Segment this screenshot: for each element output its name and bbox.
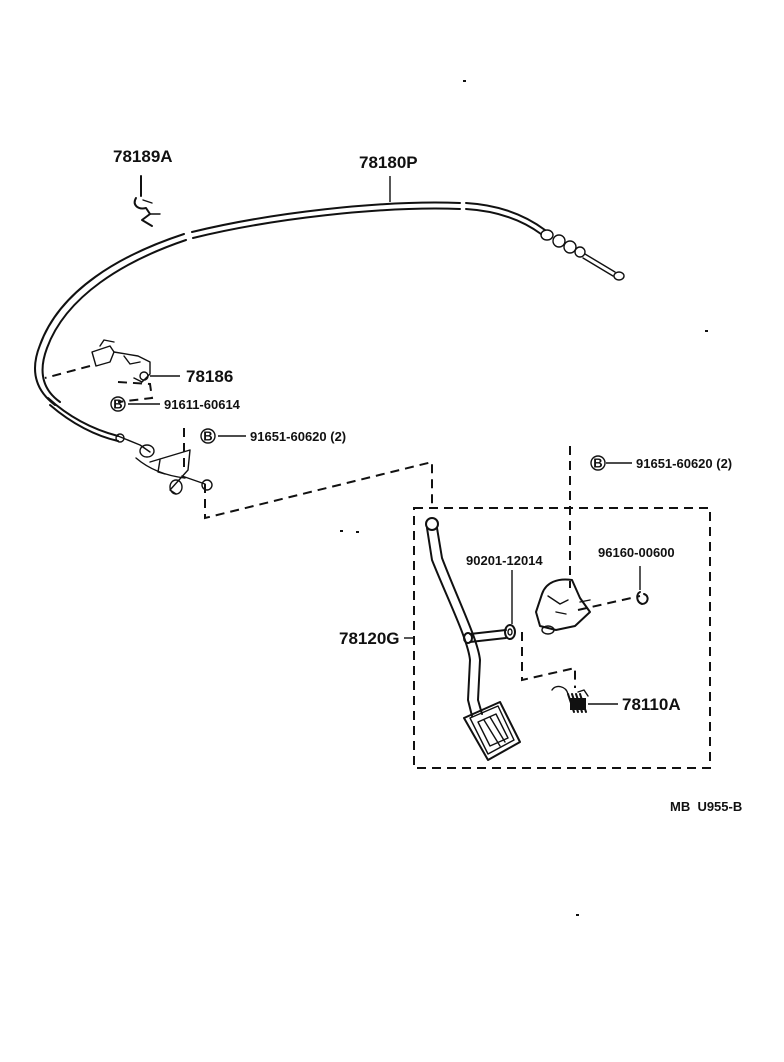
label-78186: 78186	[186, 367, 233, 386]
svg-text:B: B	[593, 456, 602, 471]
label-78189a: 78189A	[113, 147, 173, 166]
bracket-78186	[91, 339, 180, 383]
clip-78189a	[133, 175, 161, 227]
label-78110a: 78110A	[622, 695, 681, 714]
label-78180p: 78180P	[359, 153, 418, 172]
label-96160-00600: 96160-00600	[598, 545, 675, 560]
svg-text:B: B	[113, 397, 122, 412]
accelerator-cable	[34, 201, 625, 495]
label-91651-60620-left: 91651-60620 (2)	[250, 429, 346, 444]
pedal-bracket	[535, 578, 591, 635]
svg-text:B: B	[203, 429, 212, 444]
diagram-code: MB U955-B	[670, 799, 742, 814]
assembly-dashed-lines	[44, 365, 641, 688]
label-90201-12014: 90201-12014	[466, 553, 543, 568]
bolt-marker-3: B	[590, 455, 606, 471]
spring-78110a	[551, 685, 618, 713]
bolt-marker-1: B	[110, 396, 126, 412]
bolt-marker-2: B	[200, 428, 216, 444]
label-91651-60620-right: 91651-60620 (2)	[636, 456, 732, 471]
label-91611-60614: 91611-60614	[164, 397, 241, 412]
pedal-arm-78120g	[404, 517, 521, 761]
clip-96160	[636, 566, 649, 605]
leader-lines	[128, 176, 632, 464]
label-78120g: 78120G	[339, 629, 400, 648]
bushing-90201	[504, 570, 516, 640]
scan-specks	[340, 80, 708, 916]
